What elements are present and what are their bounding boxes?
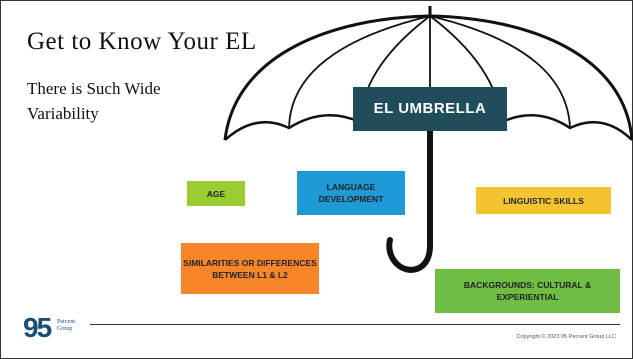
age-box: AGE: [187, 181, 245, 206]
slide-subtitle: There is Such Wide Variability: [27, 79, 161, 123]
logo-text-line2: Group: [57, 326, 73, 332]
backgrounds-box: BACKGROUNDS: CULTURAL & EXPERIENTIAL: [435, 269, 620, 313]
footer-divider: [90, 324, 620, 325]
language-development-box: LANGUAGE DEVELOPMENT: [297, 171, 405, 215]
similarities-differences-box: SIMILARITIES OR DIFFERENCES BETWEEN L1 &…: [181, 243, 319, 294]
logo-text-line1: Percent: [57, 319, 75, 325]
linguistic-skills-box: LINGUISTIC SKILLS: [476, 187, 611, 214]
el-umbrella-box: EL UMBRELLA: [353, 87, 507, 131]
logo-number: 95: [23, 312, 52, 343]
copyright-text: Copyright © 2023 95 Percent Group LLC: [516, 334, 616, 340]
company-logo: 95 Percent Group: [23, 312, 93, 344]
logo-text: Percent Group: [57, 319, 75, 333]
slide-title: Get to Know Your EL: [27, 28, 257, 55]
